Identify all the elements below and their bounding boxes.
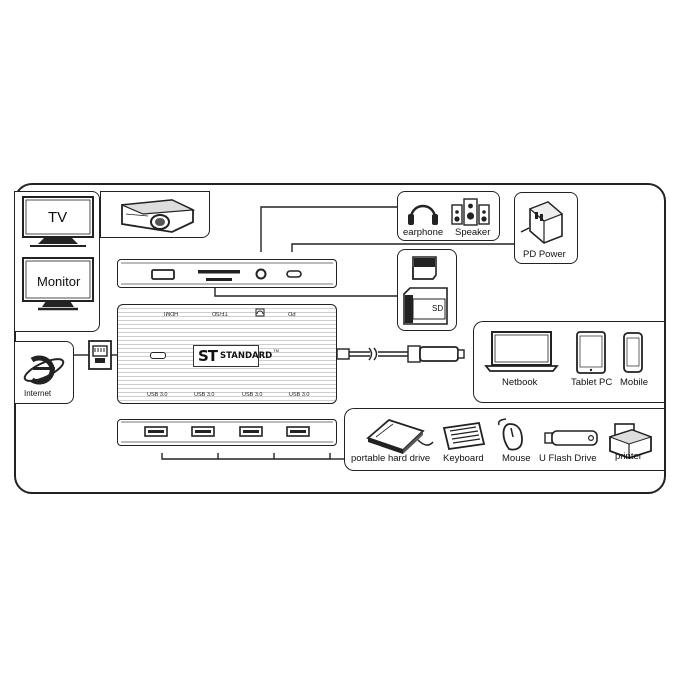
- sd-slot-icon: [206, 278, 232, 281]
- mobile-icon: [623, 332, 643, 373]
- sd-card-icon: [403, 287, 448, 325]
- portable-hard-drive-icon: [366, 418, 434, 454]
- usb-label-2: USB 3.0: [194, 392, 215, 398]
- usb-label-1: USB 3.0: [147, 392, 168, 398]
- peripheral-label-printer: printer: [615, 451, 642, 462]
- tv-label: TV: [48, 209, 68, 226]
- monitor-label: Monitor: [37, 274, 81, 289]
- peripheral-label-keyboard: Keyboard: [443, 453, 484, 464]
- pd-port-icon: [286, 270, 302, 278]
- host-label-mobile: Mobile: [620, 377, 648, 388]
- standard-logo: ST STANDARD TM: [193, 345, 279, 367]
- usb-flash-drive-icon: [544, 430, 598, 446]
- usb-c-cable-icon: [336, 345, 465, 363]
- usb-label-4: USB 3.0: [289, 392, 310, 398]
- pd-power-label: PD Power: [523, 249, 566, 260]
- printer-icon: [608, 423, 653, 459]
- peripheral-label-mouse: Mouse: [502, 453, 531, 464]
- speaker-icon: [451, 198, 490, 226]
- tablet-icon: [576, 331, 606, 374]
- hdmi-port-icon: [151, 269, 175, 280]
- internet-label: Internet: [24, 389, 52, 398]
- usb-label-3: USB 3.0: [242, 392, 263, 398]
- audio-jack-icon: [255, 268, 267, 280]
- peripheral-label-hard-drive: portable hard drive: [351, 453, 431, 464]
- logo-mark: ST: [198, 347, 218, 365]
- tf-slot-icon: [198, 270, 240, 274]
- mouse-icon: [497, 418, 523, 451]
- earphone-icon: [408, 204, 438, 225]
- speaker-label: Speaker: [455, 227, 491, 238]
- logo-tm: TM: [273, 347, 280, 353]
- sd-label: SD: [432, 304, 444, 313]
- internet-explorer-icon: [23, 355, 65, 385]
- earphone-label: earphone: [403, 227, 444, 238]
- keyboard-icon: [442, 421, 486, 451]
- microsd-card-icon: [412, 256, 437, 280]
- peripheral-label-flash-drive: U Flash Drive: [539, 453, 597, 464]
- host-label-tablet: Tablet PC: [571, 377, 613, 388]
- internet-box: [14, 341, 74, 404]
- netbook-icon: [484, 331, 559, 372]
- logo-text: STANDARD: [220, 351, 273, 361]
- hub-led-indicator: [150, 352, 166, 359]
- tv-screen-icon: [22, 196, 94, 238]
- host-label-netbook: Netbook: [502, 377, 538, 388]
